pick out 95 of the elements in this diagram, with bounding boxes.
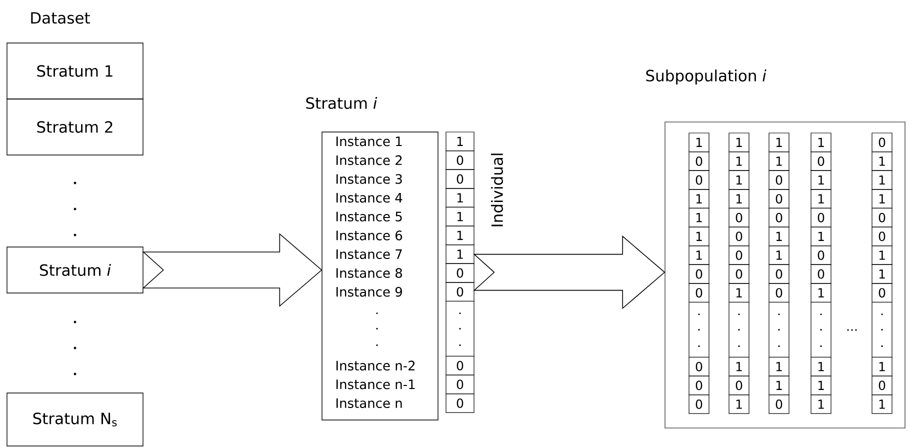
bit-cell: 0: [768, 283, 790, 302]
bit-cell: 1: [688, 246, 710, 265]
bit-cell: 1: [728, 394, 750, 414]
instance-label: Instance 5: [336, 212, 402, 222]
bit-cell: 1: [688, 132, 710, 152]
bit-cell: 0: [872, 226, 892, 246]
ellipsis-label: ...: [847, 329, 857, 331]
instance-label: Instance 8: [336, 268, 402, 278]
bit-cell: 1: [446, 132, 474, 152]
instance-label: Instance 1: [336, 136, 402, 146]
bit-cell: 1: [810, 132, 832, 152]
bit-cell: 1: [446, 244, 474, 264]
instance-label: Instance 7: [336, 249, 402, 260]
instance-label: Instance n: [336, 398, 402, 408]
bit-cell: 0: [872, 376, 892, 396]
bit-cell: 0: [688, 394, 710, 414]
bit-cell: 0: [688, 170, 710, 190]
instance-label: Instance n-1: [336, 380, 415, 390]
bit-cell: 1: [872, 170, 892, 190]
bit-cell: 1: [728, 356, 750, 376]
heading: Stratum i: [306, 97, 378, 109]
bit-cell: 0: [446, 263, 474, 283]
stratum-box: Stratum 2: [6, 98, 144, 156]
bit-cell: 0: [728, 226, 750, 246]
bit-cell: 1: [810, 170, 832, 190]
bit-cell: 1: [872, 246, 892, 265]
bit-cell: 0: [446, 169, 474, 189]
bit-cell: 1: [768, 376, 790, 396]
bit-cell: 0: [728, 208, 750, 228]
bit-cell: 0: [446, 394, 474, 413]
stratum-box: Stratum N$_{s}$: [6, 392, 144, 446]
bit-cell: 1: [810, 283, 832, 302]
instance-label: Instance 6: [336, 230, 402, 240]
bit-cell: 0: [688, 283, 710, 302]
bit-cell: 1: [872, 264, 892, 284]
bit-cell: 1: [768, 246, 790, 265]
bit-cell: 0: [688, 376, 710, 396]
bit-cell: 0: [810, 246, 832, 265]
bit-cell: 1: [810, 226, 832, 246]
bit-cell: 0: [768, 394, 790, 414]
instance-label: Instance n-2: [336, 360, 415, 371]
bit-cell: 0: [446, 150, 474, 170]
bit-cell: 0: [728, 246, 750, 265]
bit-cell: 0: [768, 264, 790, 284]
heading: Subpopulation i: [646, 70, 766, 84]
stratum-box: Stratum 1: [6, 42, 144, 100]
bit-cell: 1: [768, 132, 790, 152]
bit-cell: 1: [768, 356, 790, 376]
bit-cell: 1: [810, 376, 832, 396]
bit-cell: 0: [728, 376, 750, 396]
bit-cell: 1: [446, 226, 474, 246]
bit-cell: 1: [872, 189, 892, 208]
bit-cell: 1: [728, 170, 750, 190]
bit-cell: 1: [728, 152, 750, 171]
bit-cell: 0: [688, 264, 710, 284]
bit-cell: 1: [688, 189, 710, 208]
bit-cell: 1: [728, 132, 750, 152]
bit-cell: 0: [446, 282, 474, 302]
bit-cell: 1: [810, 356, 832, 376]
bit-cell: 0: [446, 374, 474, 394]
bit-cell: 1: [768, 152, 790, 171]
heading: Dataset: [31, 12, 90, 24]
bit-cell: 1: [810, 189, 832, 208]
bit-cell: 1: [446, 206, 474, 226]
bit-cell: 0: [728, 264, 750, 284]
bit-cell: 0: [810, 264, 832, 284]
bit-cell: 0: [768, 189, 790, 208]
bit-cell: 0: [768, 208, 790, 228]
bit-cell: 0: [810, 208, 832, 228]
bit-cell: 0: [872, 283, 892, 302]
instance-label: Instance 9: [336, 286, 402, 297]
bit-cell: 0: [688, 152, 710, 171]
bit-cell: 1: [872, 394, 892, 414]
bit-cell: 1: [728, 189, 750, 208]
bit-cell: 1: [872, 152, 892, 171]
bit-cell: 0: [768, 170, 790, 190]
bit-cell: 0: [810, 152, 832, 171]
bit-cell: 1: [728, 283, 750, 302]
bit-cell: 0: [872, 132, 892, 152]
bit-cell: 0: [688, 356, 710, 376]
instance-label: Instance 3: [336, 174, 402, 184]
bit-cell: 1: [810, 394, 832, 414]
bit-cell: 0: [446, 356, 474, 376]
block-arrow: [142, 233, 322, 307]
block-arrow: [473, 235, 666, 310]
bit-cell: 1: [688, 226, 710, 246]
bit-cell: 1: [688, 208, 710, 228]
bit-cell: 0: [872, 208, 892, 228]
side-label: Individual: [491, 154, 503, 226]
instance-label: Instance 2: [336, 155, 402, 166]
instance-label: Instance 4: [336, 192, 402, 203]
bit-cell: 1: [768, 226, 790, 246]
bit-cell: 1: [872, 356, 892, 376]
stratum-box: Stratum i: [6, 246, 144, 294]
bit-cell: 1: [446, 188, 474, 208]
